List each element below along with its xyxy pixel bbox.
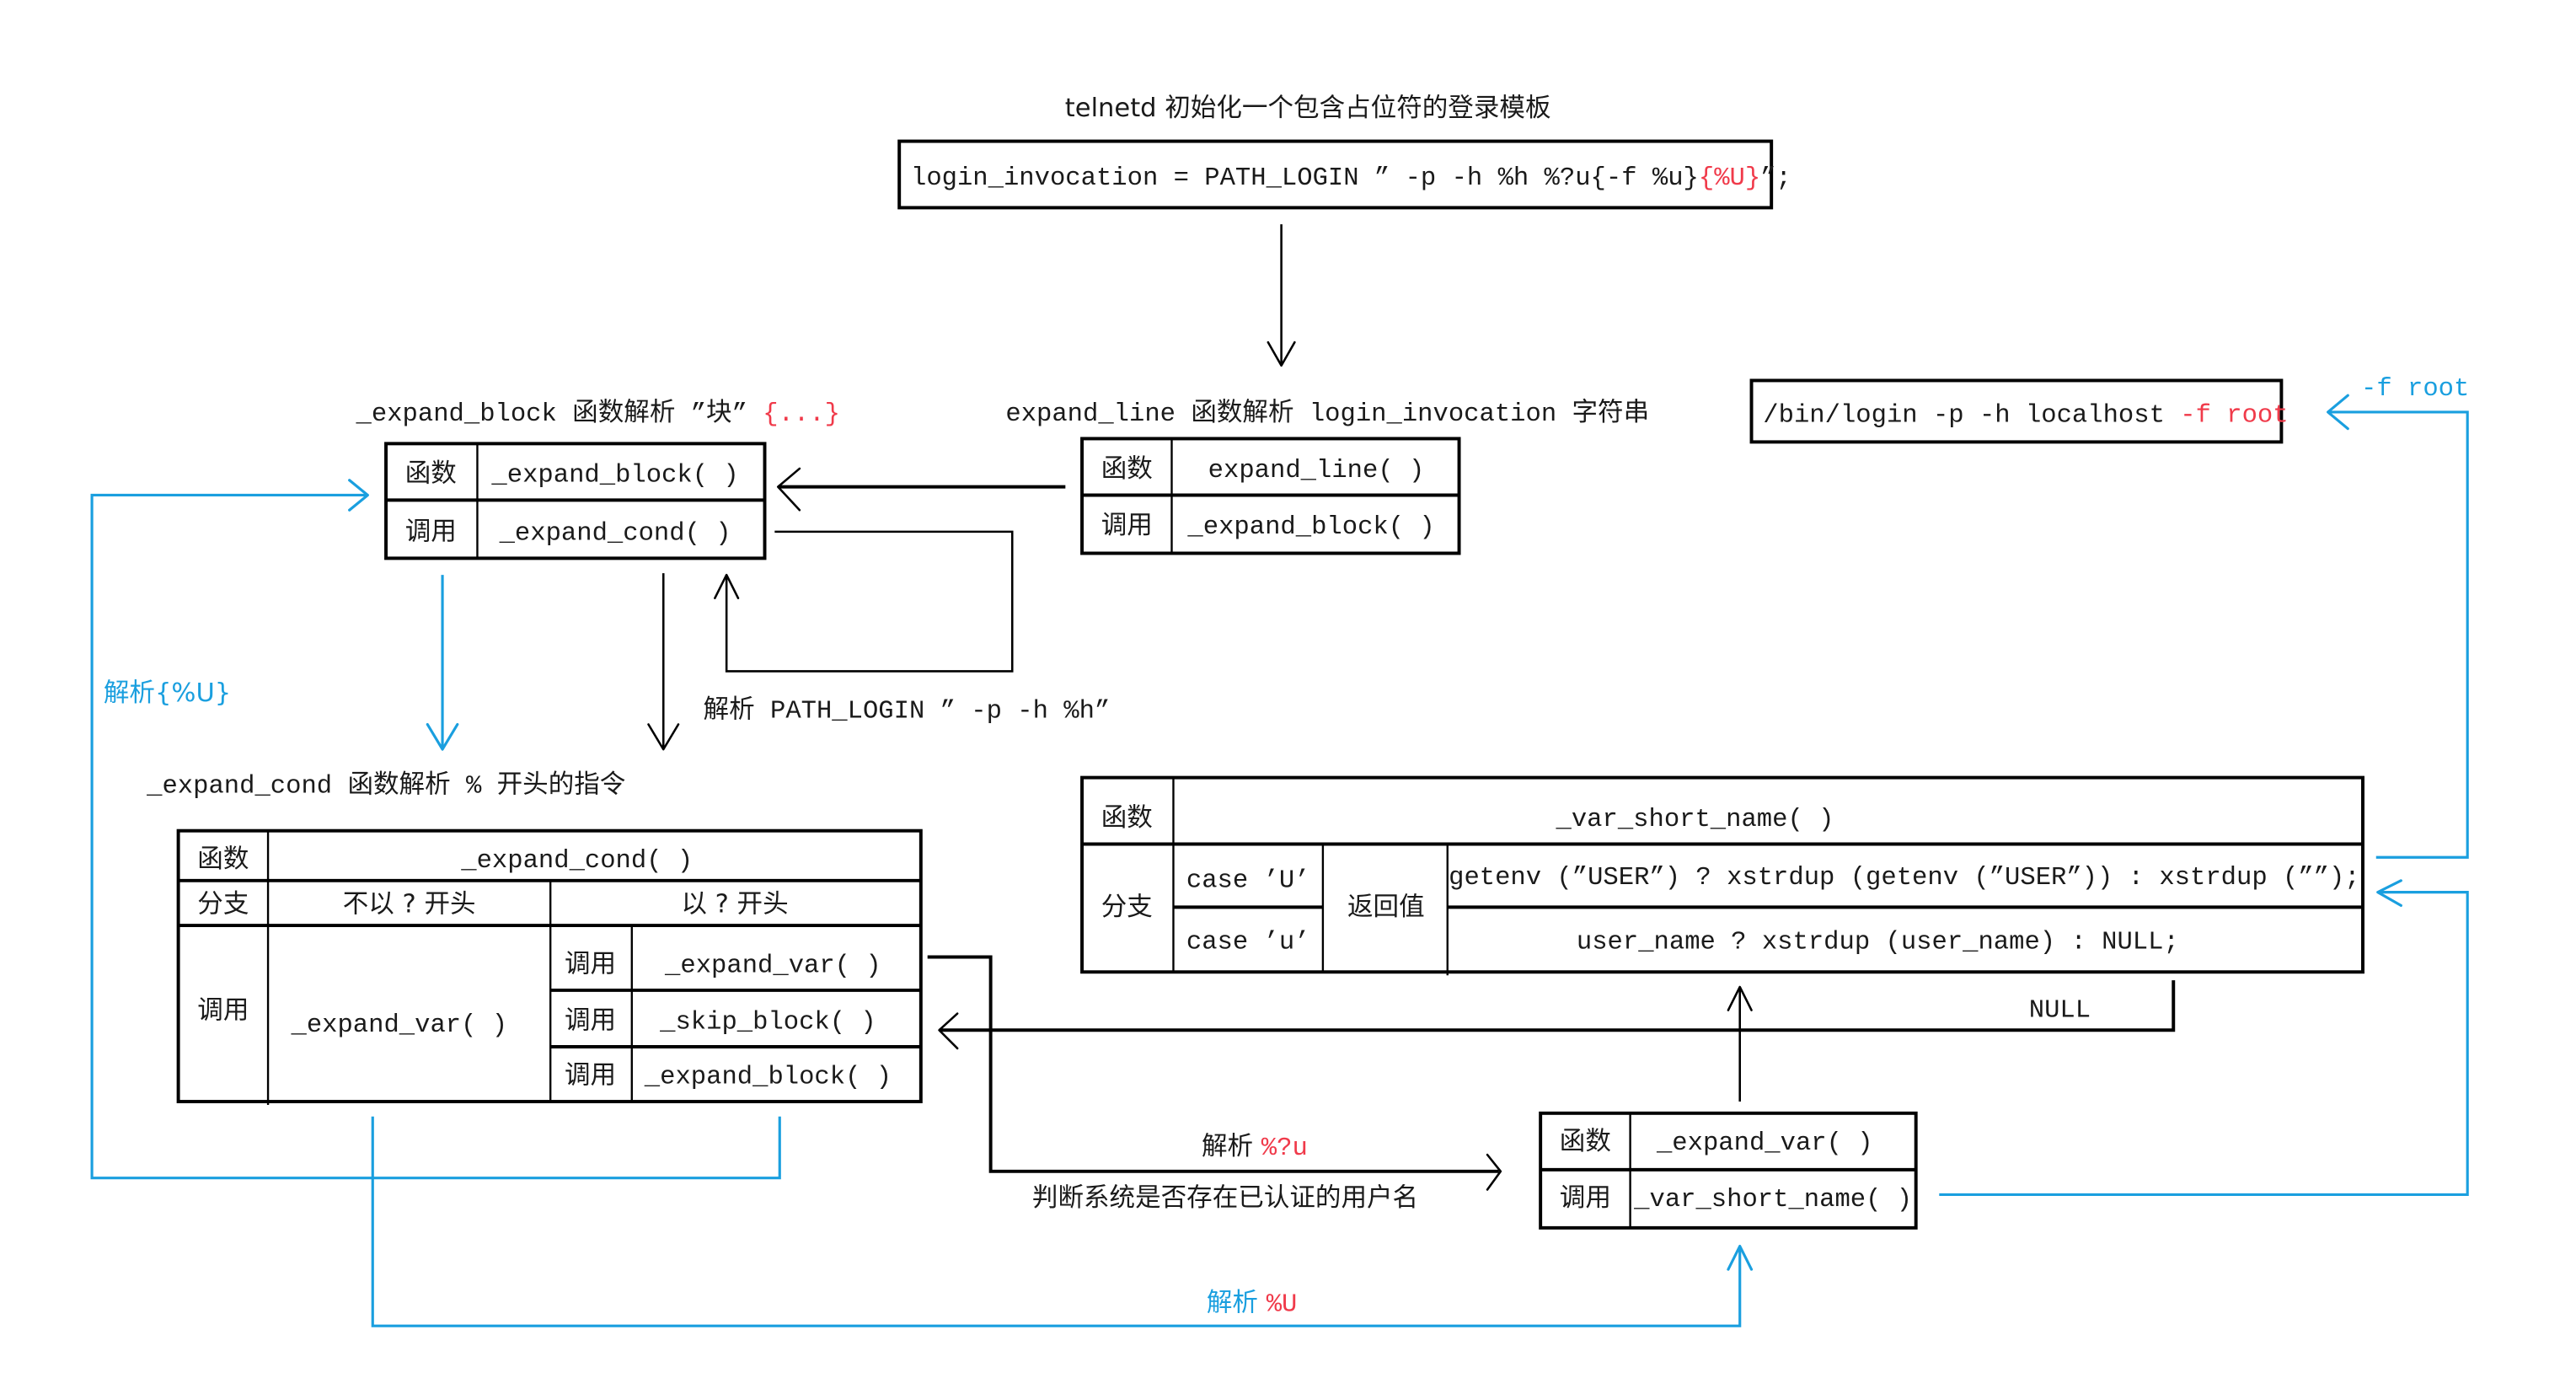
arrow-head-right <box>348 479 369 512</box>
table-key: 函数 <box>197 844 249 874</box>
arrow-expand-block-to-expand-cond <box>647 573 680 751</box>
arrow-head-left <box>2376 879 2402 907</box>
arrow-head-up <box>1727 985 1753 1011</box>
expand-cond-table: 函数 _expand_cond( ) 分支 不以 ? 开头 以 ? 开头 调用 … <box>176 828 923 1105</box>
table-frame <box>1080 775 2364 974</box>
arrow-parse-U-braced <box>426 575 459 751</box>
arrow-head-down <box>426 722 459 751</box>
result-command-frame <box>1749 378 2284 444</box>
parse-U-label: 解析 %U <box>1207 1288 1297 1319</box>
arrow-case-U-to-result <box>2327 394 2469 859</box>
q-call: _expand_var( ) <box>664 952 881 980</box>
parse-path-login-label: 解析 PATH_LOGIN ” -p -h %h” <box>704 695 1111 726</box>
login-template-prefix: login_invocation = PATH_LOGIN ” -p -h %h… <box>911 164 1699 193</box>
expand-block-table: 函数 _expand_block( ) 调用 _expand_cond( ) <box>384 442 767 560</box>
result-command-highlight: -f root <box>2180 402 2288 431</box>
table-key: 分支 <box>197 889 249 919</box>
arrow-head-up <box>714 573 740 599</box>
login-template-highlight: {%U} <box>1699 164 1760 193</box>
arrow-head-left <box>777 467 801 512</box>
parse-qu-label: 解析 %?u <box>1202 1132 1308 1163</box>
expand-line-table: 函数 expand_line( ) 调用 _expand_block( ) <box>1080 437 1461 555</box>
table-key: 函数 <box>1560 1127 1611 1156</box>
arrow-expand-block-loop <box>714 530 1014 673</box>
arrow-line <box>1939 891 2469 1197</box>
table-key: 返回值 <box>1347 893 1425 922</box>
table-value: _var_short_name( ) <box>1633 1186 1912 1214</box>
parse-qu-highlight: %?u <box>1261 1134 1308 1163</box>
branch-q: 以 ? 开头 <box>681 889 788 919</box>
arrow-line <box>725 530 1014 673</box>
arrow-expand-cond-to-expand-var <box>927 955 1502 1191</box>
arrow-expand-line-to-expand-block <box>777 467 1066 512</box>
expand-var-table: 函数 _expand_var( ) 调用 _var_short_name( ) <box>1539 1111 1918 1230</box>
expand-line-caption: expand_line 函数解析 login_invocation 字符串 <box>1005 398 1649 429</box>
table-key: 调用 <box>565 1060 616 1090</box>
arrow-head-left <box>938 1012 959 1050</box>
login-template-text: login_invocation = PATH_LOGIN ” -p -h %h… <box>911 164 1791 193</box>
table-value: _expand_block( ) <box>1186 513 1434 542</box>
login-template-frame <box>897 139 1774 210</box>
parse-U-braced-label: 解析{%U} <box>104 678 231 708</box>
parse-U-highlight: %U <box>1267 1290 1298 1319</box>
table-key: 调用 <box>565 1005 616 1035</box>
table-value: _expand_var( ) <box>1656 1129 1873 1158</box>
table-value: _expand_cond( ) <box>499 520 731 549</box>
case-label: case ’u’ <box>1186 929 1310 957</box>
branch-not-q: 不以 ? 开头 <box>343 889 476 919</box>
table-key: 函数 <box>1101 803 1153 833</box>
not-q-call: _expand_var( ) <box>290 1011 507 1040</box>
arrow-expand-var-to-case-U <box>1939 879 2469 1197</box>
arrow-line <box>90 493 781 1180</box>
diagram-title: telnetd 初始化一个包含占位符的登录模板 <box>1065 94 1551 123</box>
expand-block-caption-highlight: {...} <box>763 400 840 429</box>
arrow-line <box>939 980 2176 1032</box>
arrow-head-down <box>1267 340 1296 367</box>
return-value: getenv (”USER”) ? xstrdup (getenv (”USER… <box>1449 864 2360 893</box>
login-template-box: login_invocation = PATH_LOGIN ” -p -h %h… <box>897 139 1791 210</box>
arrow-head-right <box>1486 1153 1502 1191</box>
arrow-line <box>371 1116 1742 1327</box>
table-key: 调用 <box>1560 1183 1611 1213</box>
case-label: case ’U’ <box>1186 867 1310 896</box>
q-call: _skip_block( ) <box>659 1008 876 1037</box>
table-key: 调用 <box>1101 511 1153 540</box>
parse-U-prefix: 解析 <box>1207 1288 1267 1317</box>
f-root-label: -f root <box>2361 375 2469 404</box>
arrow-null-return <box>938 980 2176 1050</box>
check-user-label: 判断系统是否存在已认证的用户名 <box>1032 1183 1418 1213</box>
arrow-expand-cond-to-expand-block <box>90 479 781 1180</box>
arrow-head-down <box>647 723 680 751</box>
table-value: _var_short_name( ) <box>1556 806 1834 834</box>
q-call: _expand_block( ) <box>644 1063 892 1091</box>
table-key: 函数 <box>1101 454 1153 484</box>
parse-qu-prefix: 解析 <box>1202 1132 1261 1161</box>
arrow-head-left <box>2327 394 2349 431</box>
table-key: 调用 <box>197 995 249 1025</box>
arrow-line <box>2327 410 2469 859</box>
null-label: NULL <box>2029 996 2091 1025</box>
arrow-line <box>927 955 1499 1173</box>
table-key: 调用 <box>565 949 616 978</box>
arrow-head-up <box>1727 1244 1754 1271</box>
arrow-template-to-expand-line <box>1267 224 1296 367</box>
expand-block-caption-text: _expand_block 函数解析 ”块” <box>356 398 763 429</box>
table-value: expand_line( ) <box>1208 457 1425 485</box>
arrow-expand-var-to-var-short-name <box>1727 985 1753 1102</box>
table-key: 函数 <box>405 459 457 489</box>
return-value: user_name ? xstrdup (user_name) : NULL; <box>1577 929 2179 957</box>
result-command-text: /bin/login -p -h localhost -f root <box>1763 402 2288 431</box>
expand-block-caption: _expand_block 函数解析 ”块” {...} <box>356 398 840 429</box>
expand-cond-caption: _expand_cond 函数解析 % 开头的指令 <box>146 769 625 801</box>
result-command-prefix: /bin/login -p -h localhost <box>1763 402 2180 431</box>
table-value: _expand_cond( ) <box>460 847 693 876</box>
login-template-suffix: ”; <box>1760 164 1791 193</box>
result-command-box: /bin/login -p -h localhost -f root <box>1749 378 2289 444</box>
arrow-parse-U <box>371 1116 1754 1327</box>
table-key: 分支 <box>1101 893 1153 922</box>
table-key: 调用 <box>405 517 457 547</box>
table-value: _expand_block( ) <box>490 462 738 491</box>
var-short-name-table: 函数 _var_short_name( ) 分支 case ’U’ case ’… <box>1080 775 2364 976</box>
